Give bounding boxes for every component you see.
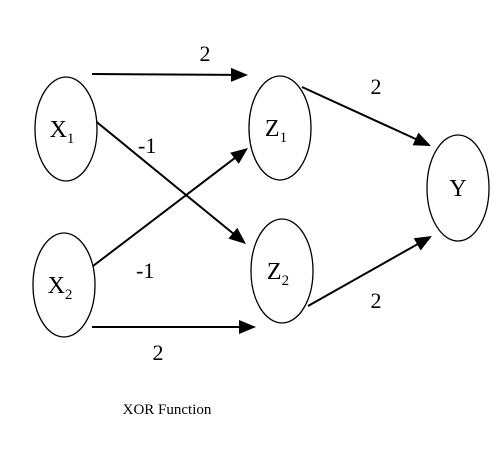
node-x2: X2	[32, 232, 96, 338]
arrowhead-z2-y	[413, 236, 432, 251]
node-z2-ellipse	[250, 218, 314, 324]
node-y-ellipse	[426, 134, 490, 242]
node-y-label: Y	[449, 176, 466, 202]
node-y: Y	[426, 134, 490, 242]
node-z2-subscript: 2	[282, 273, 290, 289]
edges-layer	[91, 67, 432, 334]
diagram-caption: XOR Function	[123, 402, 212, 418]
arrowhead-x1-z1	[230, 67, 248, 82]
node-z1-subscript: 1	[280, 130, 288, 146]
weight-label-x1-z2: -1	[138, 133, 156, 158]
arrowhead-x1-z2	[228, 227, 246, 244]
weight-label-z1-y: 2	[371, 74, 382, 99]
weight-label-x2-z2: 2	[153, 340, 164, 365]
edge-x2-z1	[92, 156, 237, 267]
weight-label-z2-y: 2	[371, 288, 382, 313]
node-x2-ellipse	[32, 232, 96, 338]
edge-x1-z1	[91, 73, 234, 76]
weight-label-x2-z1: -1	[136, 258, 154, 283]
edge-z1-y	[301, 86, 418, 141]
edge-x1-z2	[92, 118, 236, 236]
node-z2: Z2	[250, 218, 314, 324]
weight-label-x1-z1: 2	[200, 41, 211, 66]
node-z1: Z1	[248, 75, 312, 181]
node-x1: X1	[34, 76, 98, 182]
edge-z2-y	[307, 242, 420, 307]
arrowhead-z1-y	[412, 132, 431, 146]
arrowhead-x2-z2	[239, 320, 256, 334]
arrowhead-x2-z1	[230, 148, 248, 164]
weights-layer: 2 -1 -1 2 2 2	[136, 41, 382, 365]
node-x1-subscript: 1	[67, 131, 75, 147]
node-x2-subscript: 2	[65, 287, 73, 303]
node-z1-ellipse	[248, 75, 312, 181]
node-x1-ellipse	[34, 76, 98, 182]
